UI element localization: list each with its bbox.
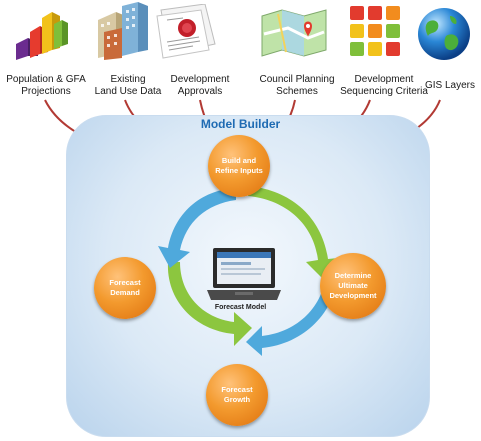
globe-icon: [418, 8, 470, 60]
cycle-arrow-blue-top: [158, 188, 236, 268]
node-determine-ultimate-development-label: Determine Ultimate Development: [329, 271, 377, 300]
node-forecast-growth: Forecast Growth: [206, 364, 268, 426]
source-label-sequencing: Development Sequencing Criteria: [340, 74, 428, 97]
source-label-land-use: Existing Land Use Data: [94, 74, 162, 97]
bar-chart-icon: [16, 12, 68, 60]
node-forecast-demand: Forecast Demand: [94, 257, 156, 319]
model-builder-title: Model Builder: [200, 117, 281, 131]
node-forecast-demand-label: Forecast Demand: [109, 278, 141, 297]
laptop-icon: [207, 248, 281, 300]
node-forecast-growth-label: Forecast Growth: [221, 385, 253, 404]
buildings-icon: [98, 2, 148, 60]
forecast-model-caption: Forecast Model: [214, 304, 267, 311]
node-build-refine-inputs-label: Build and Refine Inputs: [215, 156, 263, 175]
certificate-icon: [156, 4, 216, 59]
node-determine-ultimate-development: Determine Ultimate Development: [320, 253, 386, 319]
node-build-refine-inputs: Build and Refine Inputs: [208, 135, 270, 197]
source-label-gis: GIS Layers: [424, 80, 476, 91]
source-label-approvals: Development Approvals: [170, 74, 230, 97]
source-label-population: Population & GFA Projections: [6, 74, 86, 97]
source-label-council: Council Planning Schemes: [259, 74, 335, 97]
map-icon: [261, 9, 327, 57]
color-grid-icon: [350, 6, 400, 56]
cycle-arrow-green-left: [167, 262, 252, 346]
cycle-arrow-blue-right: [246, 272, 338, 356]
